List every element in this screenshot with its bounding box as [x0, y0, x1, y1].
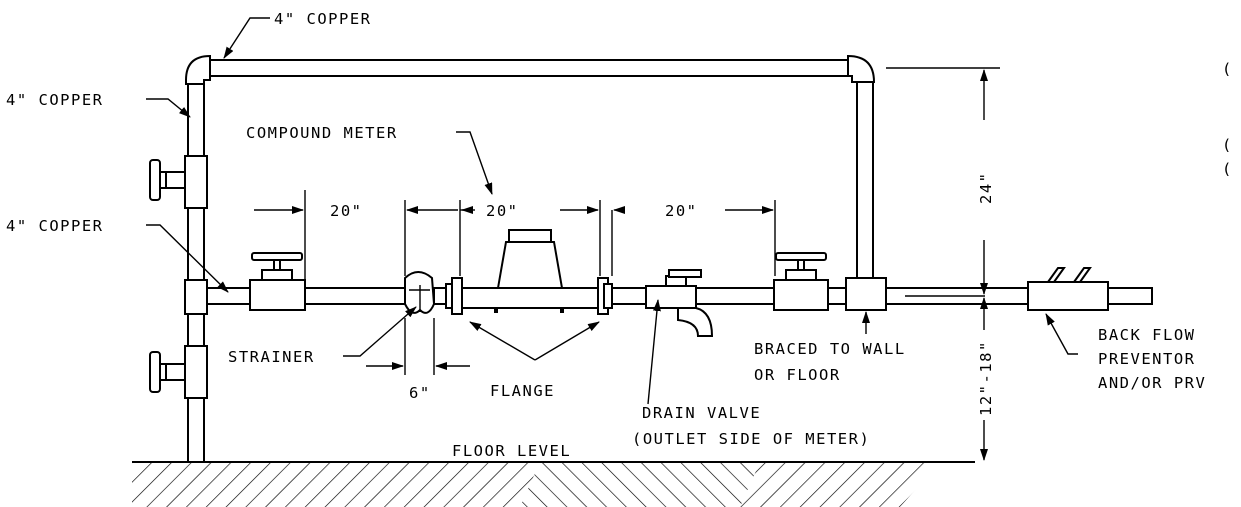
label-backflow-2: PREVENTOR: [1098, 350, 1196, 368]
right-riser-pipe: [856, 81, 874, 279]
label-braced-2: OR FLOOR: [754, 366, 841, 384]
label-drain-valve-1: DRAIN VALVE: [642, 404, 761, 422]
bypass-top-pipe: [185, 54, 876, 85]
edge-mark-3: (: [1222, 160, 1233, 178]
label-compound-meter: COMPOUND METER: [246, 124, 398, 142]
strainer-body: [404, 271, 436, 314]
label-backflow-1: BACK FLOW: [1098, 326, 1196, 344]
drain-valve-body: [645, 269, 714, 337]
floor: [132, 461, 975, 507]
annotation-text: 4" COPPER 4" COPPER 4" COPPER COMPOUND M…: [6, 10, 1233, 460]
edge-mark-1: (: [1222, 60, 1233, 78]
label-strainer: STRAINER: [228, 348, 315, 366]
main-line: [206, 229, 1153, 337]
label-copper-left-upper: 4" COPPER: [6, 91, 104, 109]
edge-mark-2: (: [1222, 136, 1233, 154]
label-copper-top: 4" COPPER: [274, 10, 372, 28]
dim-20-right: 20": [665, 202, 698, 220]
label-flange: FLANGE: [490, 382, 555, 400]
dim-12-18: 12"-18": [977, 340, 995, 416]
dim-20-mid: 20": [486, 202, 519, 220]
dim-20-left: 20": [330, 202, 363, 220]
label-braced-1: BRACED TO WALL: [754, 340, 906, 358]
compound-meter-body: [461, 229, 599, 313]
left-riser: [149, 83, 208, 463]
dim-24: 24": [977, 172, 995, 205]
label-drain-valve-2: (OUTLET SIDE OF METER): [632, 430, 870, 448]
label-copper-left-lower: 4" COPPER: [6, 217, 104, 235]
label-backflow-3: AND/OR PRV: [1098, 374, 1206, 392]
leaders: [146, 17, 1078, 405]
dim-6: 6": [409, 384, 431, 402]
label-floor-level: FLOOR LEVEL: [452, 442, 571, 460]
dimensions: [254, 67, 1000, 461]
